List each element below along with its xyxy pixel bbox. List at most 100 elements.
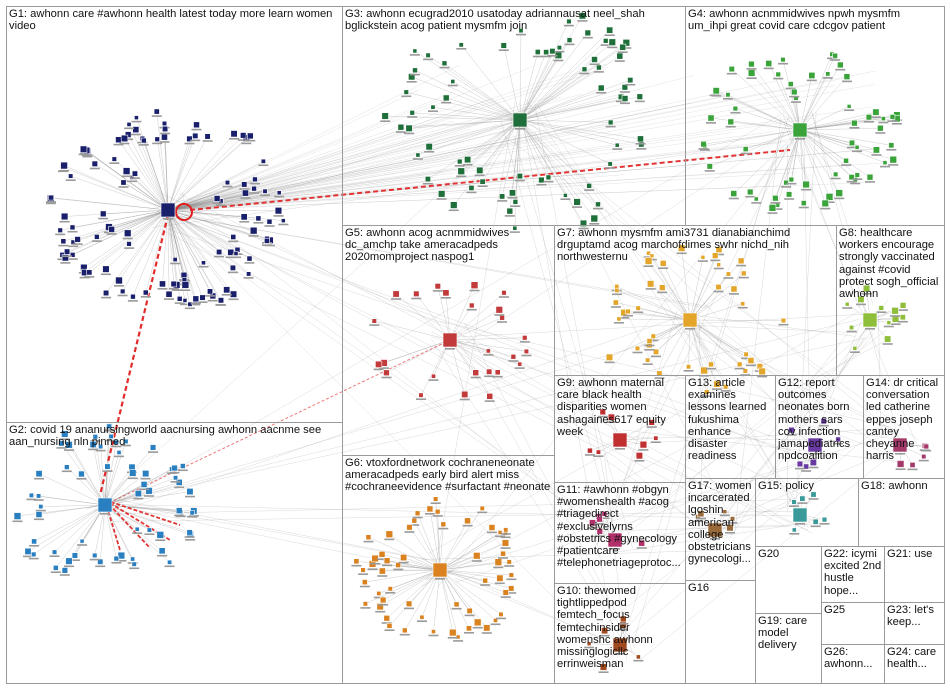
node-caption-mark: [445, 348, 455, 350]
node-caption-mark: [144, 495, 155, 497]
graph-node: [483, 624, 491, 632]
graph-node: [700, 255, 706, 260]
graph-node: [780, 317, 787, 324]
node-caption-mark: [797, 502, 808, 504]
graph-node: [625, 308, 631, 315]
hub-node: [792, 507, 808, 523]
node-caption-mark: [67, 258, 78, 260]
edge: [453, 119, 521, 206]
node-caption-mark: [827, 57, 837, 60]
edge: [184, 218, 730, 514]
node-caption-mark: [398, 561, 409, 564]
graph-node: [129, 469, 137, 477]
edge: [799, 129, 886, 163]
edge: [614, 455, 698, 526]
edge: [799, 106, 850, 131]
graph-node: [586, 183, 592, 189]
node-caption-mark: [594, 535, 605, 537]
node-caption-mark: [612, 148, 623, 150]
node-caption-mark: [127, 477, 138, 480]
node-caption-mark: [244, 262, 255, 264]
graph-node: [606, 26, 614, 34]
node-caption-mark: [882, 343, 893, 345]
graph-node: [835, 189, 843, 197]
node-caption-mark: [385, 592, 396, 594]
graph-node: [246, 255, 253, 262]
node-caption-mark: [59, 220, 70, 223]
edge: [167, 145, 749, 211]
edge: [446, 97, 521, 121]
edge: [449, 339, 514, 357]
edge: [778, 74, 801, 131]
node-caption-mark: [886, 149, 897, 151]
node-caption-mark: [706, 367, 716, 370]
edge: [519, 42, 613, 121]
node-caption-mark: [124, 127, 135, 130]
node-caption-mark: [351, 564, 362, 567]
edge: [703, 318, 891, 455]
graph-node: [573, 198, 581, 206]
edge: [389, 569, 441, 626]
graph-node: [385, 530, 394, 538]
node-caption-mark: [95, 449, 106, 452]
graph-node: [740, 270, 747, 277]
graph-node: [501, 290, 507, 296]
graph-node: [450, 201, 458, 209]
node-caption-mark: [737, 306, 748, 309]
graph-node: [233, 251, 239, 256]
graph-node: [812, 518, 819, 525]
node-caption-mark: [466, 191, 477, 194]
node-caption-mark: [509, 231, 520, 233]
edge: [519, 55, 620, 121]
graph-node: [715, 246, 723, 254]
graph-node: [508, 189, 516, 197]
node-caption-mark: [370, 562, 380, 565]
node-caption-mark: [464, 614, 475, 617]
edge: [680, 313, 856, 337]
node-caption-mark: [830, 177, 841, 180]
node-caption-mark: [95, 565, 106, 568]
edge: [431, 336, 807, 456]
edge: [167, 167, 431, 211]
edge: [799, 129, 852, 144]
edge: [519, 119, 542, 181]
edge: [799, 129, 892, 146]
graph-node: [74, 236, 81, 243]
edge: [811, 112, 874, 305]
node-caption-mark: [114, 455, 124, 458]
node-caption-mark: [713, 290, 724, 293]
graph-node: [466, 607, 473, 614]
graph-node: [802, 180, 810, 189]
edge: [709, 129, 801, 167]
graph-node: [729, 516, 736, 522]
node-caption-mark: [164, 565, 175, 568]
graph-node: [793, 95, 799, 101]
node-caption-mark: [547, 55, 558, 57]
edge: [783, 122, 919, 449]
group-label-g15: G15: policy: [758, 480, 814, 492]
node-caption-mark: [577, 20, 588, 22]
graph-node: [403, 89, 409, 95]
edge: [167, 135, 244, 211]
graph-node: [921, 453, 927, 460]
graph-node: [60, 161, 68, 170]
graph-node: [772, 195, 779, 202]
node-caption-mark: [500, 536, 511, 539]
edge: [648, 253, 691, 321]
edge: [705, 325, 855, 518]
graph-node: [581, 66, 588, 73]
graph-node: [616, 316, 622, 322]
node-caption-mark: [171, 289, 182, 291]
edge: [734, 116, 782, 533]
graph-node: [848, 174, 855, 181]
node-caption-mark: [447, 637, 458, 639]
node-caption-mark: [447, 84, 458, 87]
node-caption-mark: [636, 547, 647, 549]
edge: [787, 309, 867, 507]
edge: [33, 504, 106, 555]
edge: [689, 255, 716, 321]
edge: [364, 569, 441, 583]
node-caption-mark: [456, 48, 467, 50]
node-caption-mark: [483, 354, 494, 356]
edge: [519, 119, 578, 203]
